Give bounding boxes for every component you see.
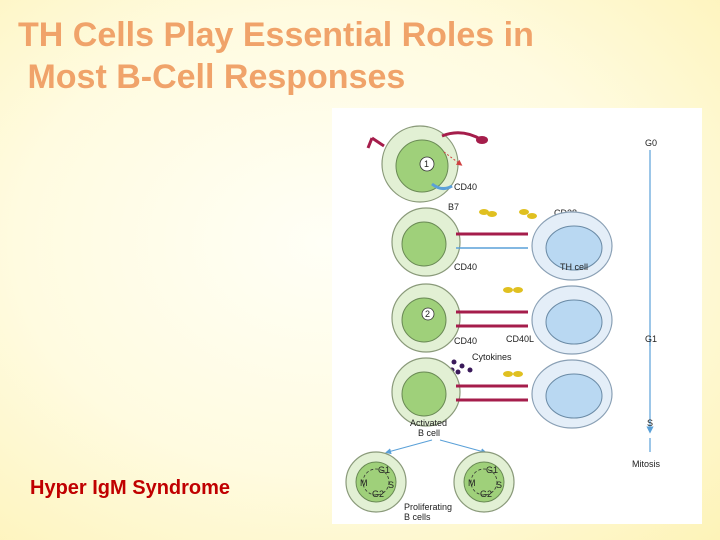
phase-s: S <box>647 418 653 428</box>
signal <box>479 209 489 215</box>
slide-caption: Hyper IgM Syndrome <box>30 477 231 499</box>
step-2-marker <box>421 307 435 321</box>
b-cell-nucleus <box>463 461 505 503</box>
stage-4-cytokines: Cytokines Activated B cell <box>391 352 613 438</box>
th-cell-nucleus <box>545 225 603 271</box>
step-1-label: 1 <box>424 159 429 169</box>
cd40-receptor <box>431 182 453 191</box>
label-cd40: CD40 <box>454 262 477 272</box>
proliferating-cell-right: G1 M G2 S <box>453 451 515 513</box>
b-cell-activation-diagram: G0 G1 S Mitosis 1 CD40 B7 CD28 <box>345 125 661 522</box>
cycle-g1: G1 <box>378 465 390 475</box>
cytokine <box>467 367 473 373</box>
cytokine <box>459 363 465 369</box>
cycle-s: S <box>388 480 394 490</box>
cycle-m: M <box>468 478 476 488</box>
b-cell-nucleus <box>401 371 447 417</box>
cell-cycle-ring <box>470 468 498 496</box>
signal <box>527 213 537 219</box>
cycle-g1: G1 <box>486 465 498 475</box>
label-cd40l: CD40L <box>506 334 534 344</box>
cycle-m: M <box>360 478 368 488</box>
phase-g0: G0 <box>645 138 657 148</box>
antigen <box>476 136 488 144</box>
cycle-g2: G2 <box>480 489 492 499</box>
phase-mitosis: Mitosis <box>632 459 661 469</box>
divide-arrow-right <box>439 439 487 455</box>
signal <box>503 371 513 377</box>
b-cell-nucleus <box>355 461 397 503</box>
b-cell-nucleus <box>401 297 447 343</box>
label-cytokines: Cytokines <box>472 352 512 362</box>
th-cell-nucleus <box>545 373 603 419</box>
receptor <box>366 136 385 149</box>
stage-3-cd40-cd40l: 2 CD40 CD40L <box>391 283 613 355</box>
signal <box>503 287 513 293</box>
cytokine <box>451 359 457 365</box>
signal <box>513 287 523 293</box>
cycle-g2: G2 <box>372 489 384 499</box>
slide-title: TH Cells Play Essential Roles in Most B-… <box>18 16 534 96</box>
divide-arrow-left <box>385 439 433 455</box>
label-th-cell: TH cell <box>560 262 588 272</box>
stage-1-b-cell: 1 CD40 <box>366 125 488 203</box>
step-1-marker <box>419 156 435 172</box>
b-cell-nucleus <box>401 221 447 267</box>
proliferating-cell-left: G1 M G2 S <box>345 451 407 513</box>
signal <box>513 371 523 377</box>
label-cd40: CD40 <box>454 336 477 346</box>
cell-cycle-ring <box>362 468 390 496</box>
signal <box>487 211 497 217</box>
label-cd40: CD40 <box>454 182 477 192</box>
label-activated-b-cell-1: Activated <box>410 418 447 428</box>
cytokine <box>455 369 461 375</box>
label-activated-b-cell-2: B cell <box>418 428 440 438</box>
step-2-label: 2 <box>425 309 430 319</box>
stage-2-b-th-contact: B7 CD28 CD40 TH cell <box>391 202 613 281</box>
phase-g1: G1 <box>645 334 657 344</box>
label-proliferating-2: B cells <box>404 512 431 522</box>
cycle-s: S <box>496 480 502 490</box>
figure-panel: G0 G1 S Mitosis 1 CD40 B7 CD28 <box>332 108 702 524</box>
signal <box>519 209 529 215</box>
th-cell-nucleus <box>545 299 603 345</box>
label-b7: B7 <box>448 202 459 212</box>
label-proliferating-1: Proliferating <box>404 502 452 512</box>
